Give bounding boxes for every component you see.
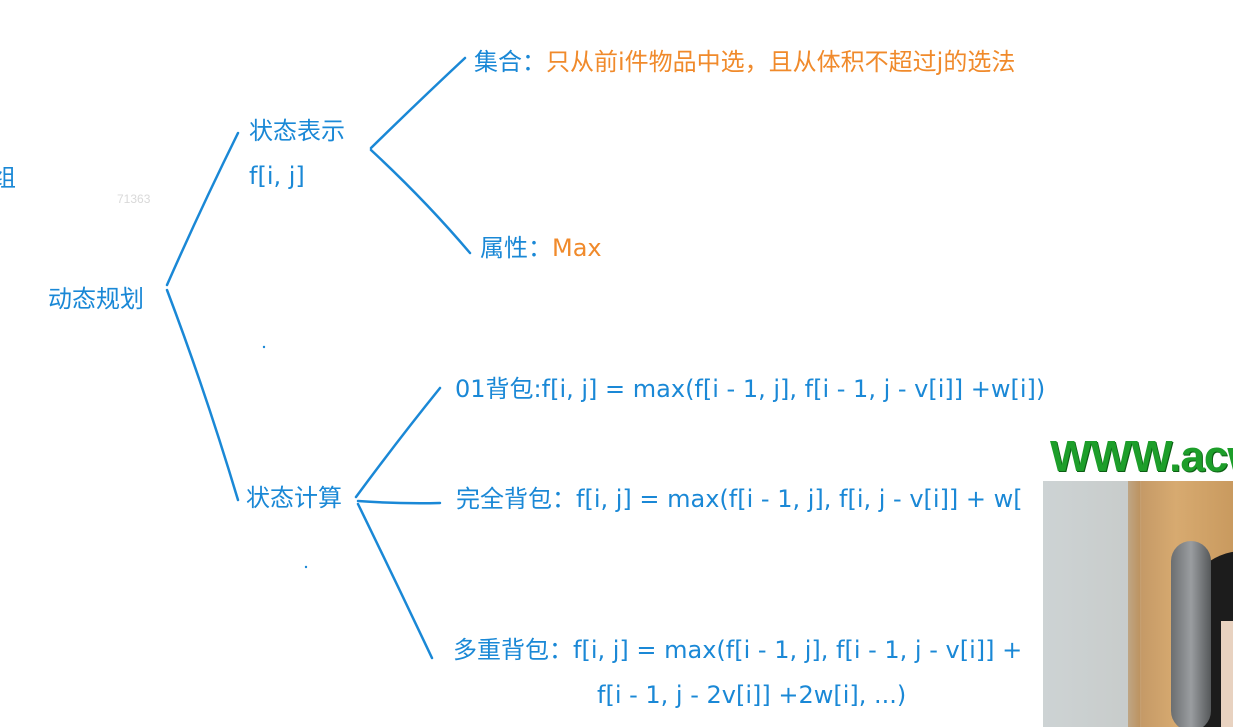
attr-value: Max bbox=[552, 234, 602, 262]
zero-one-formula: f[i, j] = max(f[i - 1, j], f[i - 1, j - … bbox=[541, 375, 1046, 403]
attr-prefix: 属性： bbox=[480, 234, 552, 262]
watermark-number: 71363 bbox=[117, 192, 151, 206]
headphone-icon bbox=[1171, 541, 1211, 727]
edge-calc-to-multiple bbox=[356, 502, 434, 660]
left-edge-fragment: 组 bbox=[0, 164, 16, 192]
root-node-dp: 动态规划 bbox=[48, 285, 144, 313]
multiple-formula-continued: f[i - 1, j - 2v[i]] +2w[i], ...) bbox=[597, 681, 907, 709]
state-repr-formula: f[i, j] bbox=[249, 162, 305, 190]
complete-knapsack-row: 完全背包：f[i, j] = max(f[i - 1, j], f[i, j -… bbox=[456, 487, 1023, 511]
attr-label: 属性：Max bbox=[480, 236, 602, 260]
site-watermark-banner: WWW.acw bbox=[1050, 432, 1233, 481]
multiple-knapsack-row: 多重背包：f[i, j] = max(f[i - 1, j], f[i - 1,… bbox=[453, 638, 1022, 662]
webcam-overlay bbox=[1043, 481, 1233, 727]
edge-root-to-state-calc bbox=[165, 288, 240, 502]
complete-colon: ： bbox=[552, 485, 576, 513]
stray-dot bbox=[304, 565, 308, 569]
zero-one-colon: : bbox=[533, 375, 542, 403]
state-repr-title: 状态表示 bbox=[249, 117, 345, 145]
zero-one-name: 01背包 bbox=[455, 375, 534, 403]
complete-name: 完全背包 bbox=[456, 485, 552, 513]
presenter-face bbox=[1221, 621, 1233, 727]
edge-calc-to-complete bbox=[356, 499, 442, 505]
multiple-colon: ： bbox=[549, 636, 573, 664]
stray-dot bbox=[262, 345, 266, 349]
edge-root-to-state-repr bbox=[165, 131, 240, 287]
multiple-name: 多重背包 bbox=[453, 636, 549, 664]
edge-calc-to-01 bbox=[354, 386, 442, 499]
set-label: 集合：只从前i件物品中选，且从体积不超过j的选法 bbox=[474, 50, 1015, 74]
set-description: 只从前i件物品中选，且从体积不超过j的选法 bbox=[546, 48, 1016, 76]
edge-repr-to-attr bbox=[369, 148, 472, 255]
wall-panel-stripe bbox=[1128, 481, 1140, 727]
complete-formula: f[i, j] = max(f[i - 1, j], f[i, j - v[i]… bbox=[576, 485, 1023, 513]
set-prefix: 集合： bbox=[474, 48, 546, 76]
zero-one-knapsack-row: 01背包:f[i, j] = max(f[i - 1, j], f[i - 1,… bbox=[455, 377, 1045, 401]
edge-repr-to-set bbox=[369, 56, 467, 150]
multiple-formula: f[i, j] = max(f[i - 1, j], f[i - 1, j - … bbox=[573, 636, 1023, 664]
state-calc-title: 状态计算 bbox=[246, 484, 342, 512]
